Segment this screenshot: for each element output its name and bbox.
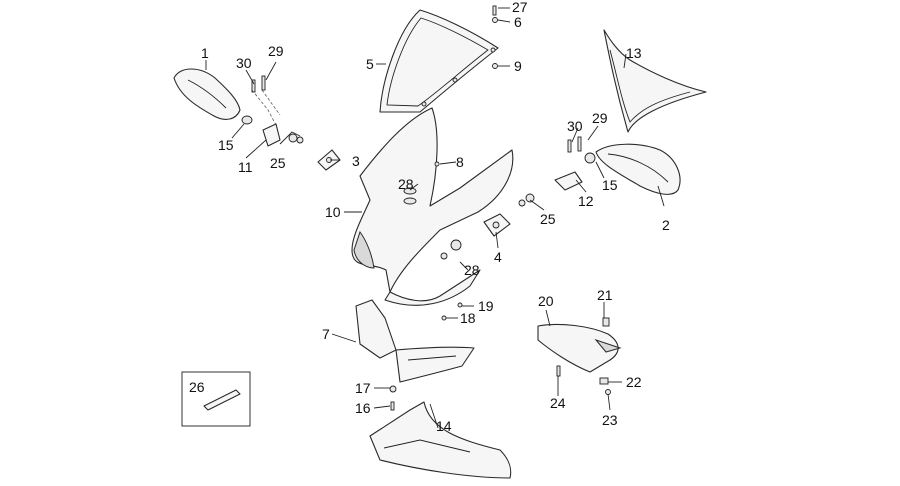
part-labels: 1 30 29 15 11 25 3 5 8 28 10 27 6 9 13 3…	[189, 0, 670, 434]
mirror-bracket-part	[483, 213, 511, 237]
label-16: 16	[355, 400, 371, 416]
label-25-right: 25	[540, 211, 556, 227]
label-20: 20	[538, 293, 554, 309]
label-4: 4	[494, 249, 502, 265]
label-17: 17	[355, 380, 371, 396]
front-fairing-part	[351, 107, 514, 306]
label-15-right: 15	[602, 177, 618, 193]
label-28-upper: 28	[398, 176, 414, 192]
windscreen-part	[379, 9, 499, 113]
label-8: 8	[456, 154, 464, 170]
label-15-left: 15	[218, 137, 234, 153]
label-2: 2	[662, 217, 670, 233]
inset-box	[181, 371, 251, 427]
label-18: 18	[460, 310, 476, 326]
instrument-bracket-part	[537, 317, 622, 395]
label-27: 27	[512, 0, 528, 15]
label-11: 11	[238, 159, 253, 175]
label-3: 3	[352, 153, 360, 169]
label-1: 1	[201, 45, 209, 61]
label-10: 10	[325, 204, 341, 220]
label-9: 9	[514, 58, 522, 74]
misc-screws	[389, 161, 463, 411]
label-22: 22	[626, 374, 642, 390]
windscreen-screws	[492, 5, 498, 69]
label-23: 23	[602, 412, 618, 428]
right-mirror-part	[518, 136, 681, 207]
leader-lines	[205, 7, 665, 429]
label-12: 12	[578, 193, 594, 209]
side-panel-part	[603, 29, 707, 133]
label-26: 26	[189, 379, 205, 395]
label-6: 6	[514, 14, 522, 30]
label-13: 13	[626, 45, 642, 61]
label-5: 5	[366, 56, 374, 72]
label-7: 7	[322, 326, 330, 342]
label-29-right: 29	[592, 110, 608, 126]
belly-pan-part	[369, 401, 512, 479]
label-28-lower: 28	[464, 262, 480, 278]
label-19: 19	[478, 298, 494, 314]
label-24: 24	[550, 395, 566, 411]
label-30-right: 30	[567, 118, 583, 134]
left-mirror-part	[173, 68, 304, 147]
label-30-left: 30	[236, 55, 252, 71]
lower-duct-part	[355, 299, 475, 383]
label-21: 21	[597, 287, 613, 303]
label-14: 14	[436, 418, 452, 434]
label-29-left: 29	[268, 43, 284, 59]
label-25-left: 25	[270, 155, 286, 171]
